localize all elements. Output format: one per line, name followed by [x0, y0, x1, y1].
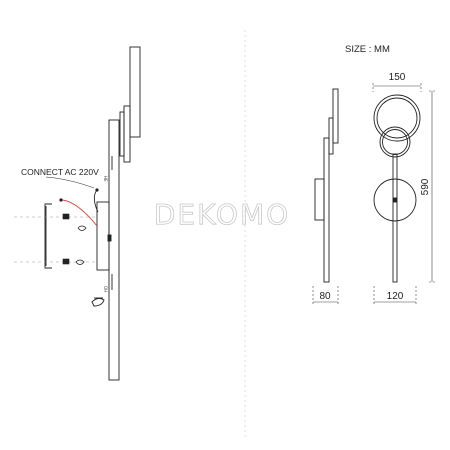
- upper-panel: [129, 46, 141, 138]
- anchor-top: [77, 225, 87, 231]
- side-profile: [314, 88, 339, 283]
- dim-top-width: 150: [389, 72, 406, 83]
- long-bar: [108, 119, 120, 381]
- wall-plate: [373, 178, 417, 222]
- watermark: DEKOMO: [154, 198, 290, 231]
- size-unit-label: SIZE : MM: [345, 44, 390, 55]
- wall-bracket: [44, 203, 52, 269]
- screw-top: [62, 213, 70, 220]
- mount-box-tab: [107, 234, 112, 242]
- connect-label: CONNECT AC 220V: [21, 167, 99, 177]
- wall-anchors: [75, 225, 87, 265]
- large-ring-inner: [376, 97, 418, 139]
- middle-panel: [123, 105, 131, 163]
- hex-key-icon: [91, 297, 105, 307]
- dimension-lines: [312, 83, 436, 305]
- small-ring-outer: [379, 126, 411, 158]
- screw-bottom: [62, 258, 70, 265]
- dim-depth: 80: [319, 291, 331, 302]
- dim-height: 590: [420, 178, 431, 195]
- large-ring-outer: [373, 94, 421, 142]
- leader-line: [45, 176, 95, 189]
- middle-panel-back: [119, 111, 125, 157]
- small-ring-inner: [382, 129, 408, 155]
- dim-base-width: 120: [387, 291, 404, 302]
- wall-plate-center: [393, 197, 397, 203]
- small-mark-2: OH: [103, 286, 108, 292]
- mount-box: [96, 201, 110, 271]
- screw-guides: [14, 216, 96, 263]
- profile-box: [314, 178, 325, 221]
- side-view: [96, 46, 141, 381]
- anchor-bottom: [75, 259, 85, 265]
- screws: [62, 213, 70, 265]
- profile-middle-panel: [328, 117, 334, 155]
- front-bar: [392, 153, 398, 283]
- small-mark-1: HE: [103, 176, 108, 182]
- power-wire: [59, 188, 99, 227]
- profile-upper-panel: [332, 88, 339, 144]
- profile-bar: [323, 137, 330, 283]
- front-view: [373, 94, 421, 283]
